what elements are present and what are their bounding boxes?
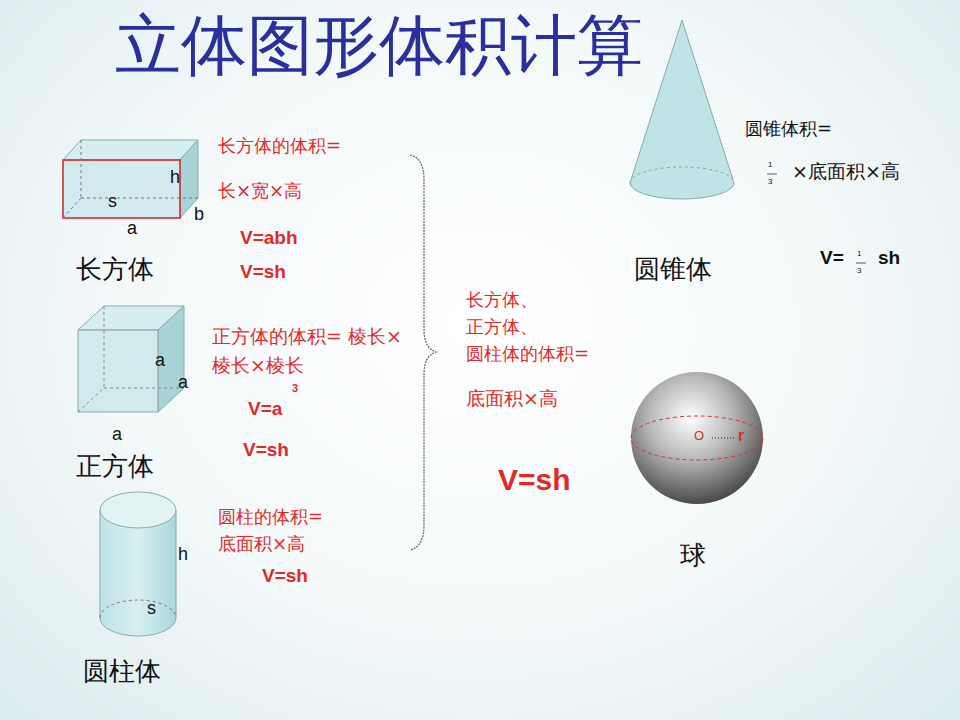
shape-name: 圆锥体: [634, 254, 712, 285]
formula-text: 圆柱的体积= 底面积×高: [218, 503, 353, 557]
shape-name: 正方体: [76, 451, 154, 482]
shape-name: 长方体: [76, 254, 154, 285]
formula-text: 正方体的体积= 棱长×棱长×棱长: [212, 322, 417, 379]
formula-text: 长方体、 正方体、 圆柱体的体积=: [466, 286, 598, 367]
dimension-label: h: [170, 167, 180, 189]
slide-title: 立体图形体积计算: [115, 6, 643, 85]
formula: V=sh: [243, 439, 289, 462]
formula-text: 底面积×高: [466, 387, 558, 410]
fraction-digit: 3: [768, 177, 772, 187]
center-label: O: [694, 428, 704, 444]
dimension-label: a: [155, 350, 165, 372]
formula: V=a: [248, 398, 282, 421]
formula-text: ×底面积×高: [792, 160, 900, 183]
exponent: 3: [292, 382, 298, 395]
formula-text: 长方体的体积=: [218, 135, 341, 157]
sphere: [631, 372, 763, 504]
dimension-label: s: [147, 598, 156, 620]
cuboid: [63, 140, 198, 218]
dimension-label: s: [108, 191, 117, 213]
dimension-label: a: [112, 424, 122, 446]
fraction-digit: 3: [857, 266, 861, 276]
dimension-label: a: [178, 372, 188, 394]
cube: [78, 306, 184, 412]
fraction-digit: 1: [768, 160, 772, 170]
shape-name: 球: [680, 540, 706, 571]
formula: V=sh: [262, 565, 308, 588]
dimension-label: a: [127, 218, 137, 240]
dimension-label: h: [178, 544, 188, 566]
formula: V=sh: [498, 462, 571, 498]
shape-name: 圆柱体: [83, 656, 161, 687]
fraction-bar: [767, 174, 777, 175]
radius-label: r: [738, 426, 744, 445]
brace: [410, 155, 436, 550]
formula: V=: [820, 247, 844, 270]
cone: [630, 20, 734, 199]
formula-text: 长×宽×高: [218, 180, 302, 202]
formula: V=sh: [240, 261, 286, 284]
formula-text: 圆锥体积=: [745, 118, 832, 140]
fraction-bar: [856, 263, 866, 264]
dimension-label: b: [194, 204, 204, 226]
formula: sh: [878, 247, 900, 270]
formula: V=abh: [240, 227, 298, 250]
fraction-digit: 1: [857, 249, 861, 259]
cylinder: [100, 492, 176, 636]
